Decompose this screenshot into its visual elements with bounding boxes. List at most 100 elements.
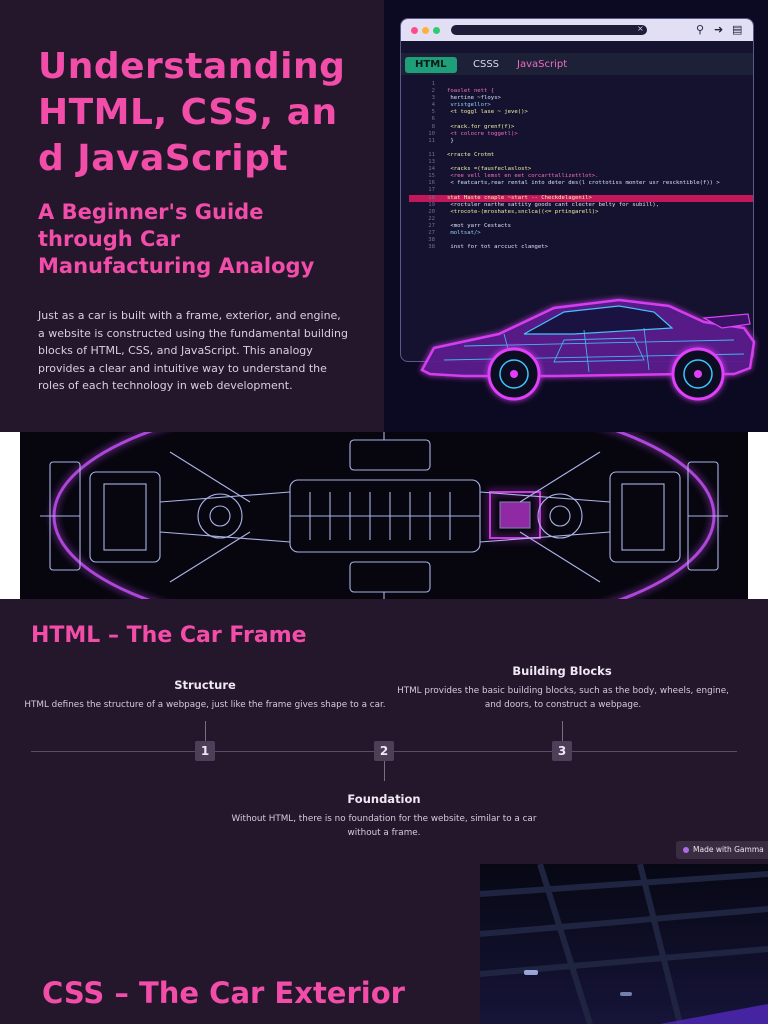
code-line: 15 <ree vell lemst en eet corcarttallize… [409, 173, 753, 180]
code-text: <rack.for grenf(f)> [447, 123, 515, 130]
code-line [409, 145, 753, 152]
url-bar [451, 25, 647, 35]
browser-toolbar: × ⚲ ➜ ▤ [401, 19, 753, 41]
line-number: 16 [428, 180, 435, 187]
line-number: 22 [428, 215, 435, 222]
code-text: moltsat/> [447, 229, 481, 236]
code-line: 38 inst for tot arccuct clanget> [409, 244, 753, 251]
milestone-marker: 2 [374, 741, 394, 761]
line-number: 14 [428, 166, 435, 173]
line-number: 1 [431, 81, 435, 87]
line-number: 27 [428, 222, 435, 229]
line-number: 38 [428, 244, 435, 251]
line-number: 3 [431, 95, 435, 102]
milestone-text: Without HTML, there is no foundation for… [231, 814, 537, 838]
code-text: vristgellor> [447, 102, 491, 109]
code-line: 10 <t colocre toggetl)> [409, 131, 753, 138]
code-text: } [447, 137, 454, 144]
code-line: 6 [409, 116, 753, 123]
code-line: 27 moltsat/> [409, 230, 753, 237]
url-clear-icon: × [637, 24, 644, 33]
close-dot-icon [411, 27, 418, 34]
code-line: 8 <rack.for grenf(f)> [409, 124, 753, 131]
intro-paragraph: Just as a car is built with a frame, ext… [38, 309, 348, 392]
code-line: 20 <trocote-(mroshates,snclca((<= prting… [409, 209, 753, 216]
code-text: <trocote-(mroshates,snclca((<= prtingare… [447, 208, 599, 215]
code-line: 18 stat Haste cnaple ~start -- Checkdelag… [409, 194, 753, 202]
code-text: <racks =(fausfeclaslost> [447, 166, 532, 173]
code-line: 16 < featcarts,rear rental into deter de… [409, 180, 753, 187]
code-line: 17 [409, 187, 753, 194]
milestone-connector [205, 721, 206, 741]
car-illustration [420, 298, 756, 401]
milestone-connector [562, 721, 563, 741]
line-number: 11 [428, 151, 435, 158]
code-text: <mot yarr Cestacts [447, 222, 511, 229]
code-text: <t colocre toggetl)> [447, 130, 518, 137]
title-slide: Understanding HTML, CSS, and JavaScript … [0, 0, 768, 432]
line-number: 17 [428, 187, 435, 194]
line-number: 18 [428, 194, 435, 201]
line-number: 4 [431, 102, 435, 109]
line-number: 38 [428, 237, 435, 244]
code-text: hertine ~floys> [447, 95, 501, 102]
line-number: 6 [431, 116, 435, 123]
code-line: 5 <t toggl lase ~ jeve()> [409, 109, 753, 116]
milestone-connector [384, 761, 385, 781]
code-line: 2 foaslet nett { [409, 88, 753, 95]
css-exterior-slide: CSS – The Car Exterior [0, 864, 768, 1024]
code-line: 1 [409, 81, 753, 88]
code-line: 11 <rracte Crotmt [409, 152, 753, 159]
garage-image [480, 864, 768, 1024]
engine-chassis-image [0, 432, 768, 599]
code-text: <roctuler narthe sattity goods cant clec… [447, 201, 660, 208]
milestone-marker: 3 [552, 741, 572, 761]
code-text: stat Haste cnaple ~start -- Checkdelagen… [447, 194, 592, 201]
code-line: 19 <roctuler narthe sattity goods cant c… [409, 202, 753, 209]
milestone-text: HTML defines the structure of a webpage,… [24, 700, 386, 710]
code-line: 27 <mot yarr Cestacts [409, 223, 753, 230]
code-text: inst for tot arccuct clanget> [447, 244, 549, 251]
line-number: 2 [431, 88, 435, 95]
code-text: < featcarts,rear rental into deter des(l… [447, 180, 720, 187]
html-frame-slide: HTML – The Car Frame Structure HTML defi… [0, 599, 768, 864]
tab-css: CSSS [473, 59, 500, 70]
code-text: foaslet nett { [447, 88, 495, 95]
code-line: 14 <racks =(fausfeclaslost> [409, 166, 753, 173]
chassis-illustration [20, 432, 748, 599]
forward-icon: ➜ [714, 23, 724, 36]
code-line: 13 [409, 159, 753, 166]
milestone-title: Building Blocks [512, 664, 612, 678]
made-with-gamma-badge[interactable]: Made with Gamma [676, 841, 768, 859]
code-text: <rracte Crotmt [447, 151, 495, 158]
code-text: <ree vell lemst en eet corcarttallizettl… [447, 173, 599, 180]
section-heading: CSS – The Car Exterior [42, 976, 405, 1010]
code-tabs: HTML CSSS JavaScript [401, 53, 753, 75]
line-number: 20 [428, 208, 435, 215]
code-line: 22 [409, 216, 753, 223]
line-number: 27 [428, 229, 435, 236]
line-number: 11 [428, 137, 435, 144]
code-line: 4 vristgellor> [409, 102, 753, 109]
page-title: Understanding HTML, CSS, and JavaScript [38, 46, 346, 179]
line-number: 8 [431, 123, 435, 130]
rear-wheel-icon [671, 347, 725, 401]
line-number: 19 [428, 201, 435, 208]
minimize-dot-icon [422, 27, 429, 34]
line-number: 13 [428, 159, 435, 166]
code-text: <t toggl lase ~ jeve()> [447, 109, 528, 116]
line-number: 5 [431, 109, 435, 116]
code-line: 3 hertine ~floys> [409, 95, 753, 102]
tab-html: HTML [405, 57, 457, 73]
code-line: 38 [409, 237, 753, 244]
code-line: 11 } [409, 138, 753, 145]
line-number: 10 [428, 130, 435, 137]
section-heading: HTML – The Car Frame [31, 623, 307, 648]
milestone-title: Foundation [347, 792, 421, 806]
badge-label: Made with Gamma [693, 845, 764, 854]
line-number: 15 [428, 173, 435, 180]
search-icon: ⚲ [696, 23, 705, 36]
